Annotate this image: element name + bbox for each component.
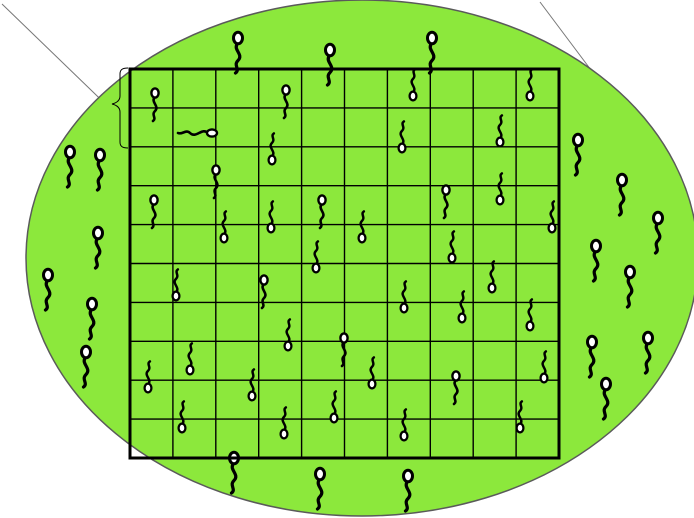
diagram-stage [0, 0, 694, 518]
sperm-counting-diagram [0, 0, 694, 518]
